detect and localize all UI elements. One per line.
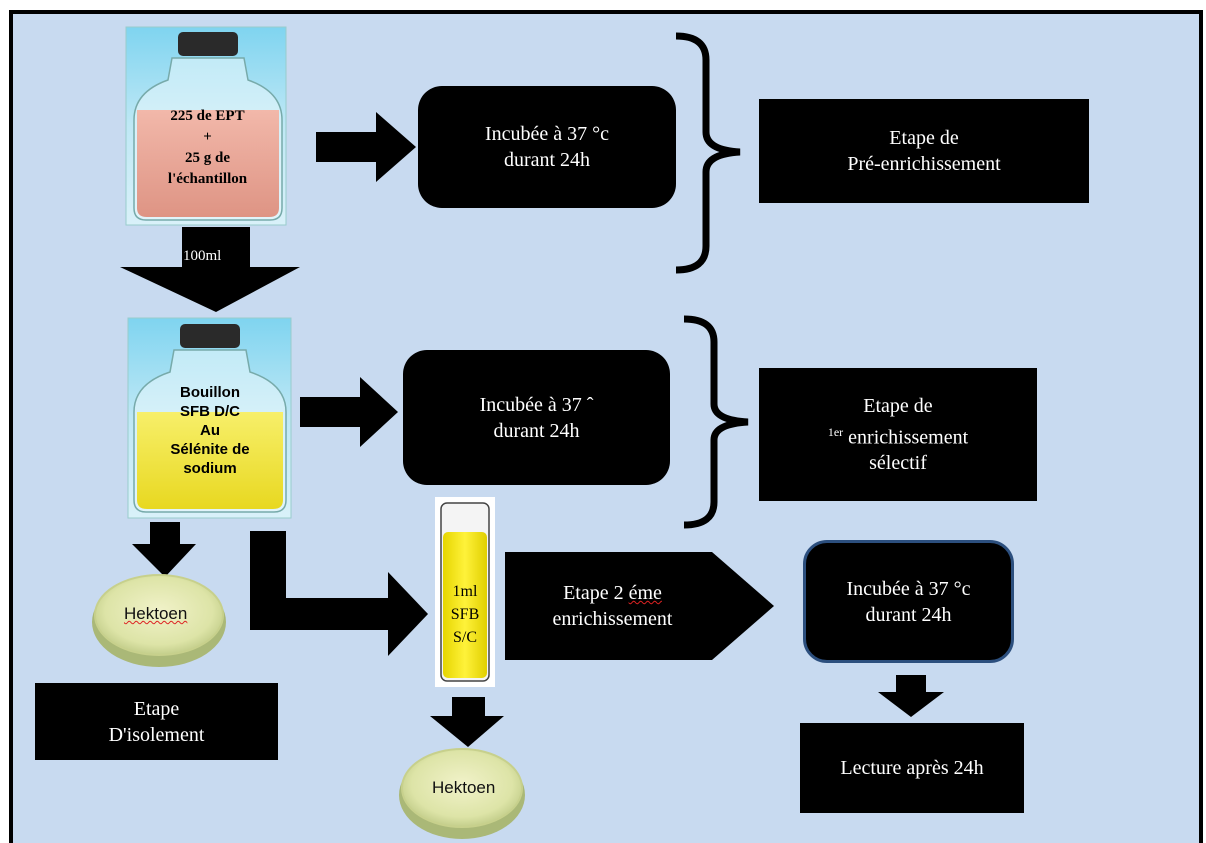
stage-isolation-box: Etape D'isolement bbox=[35, 683, 278, 760]
tube-sfb-sc-image bbox=[435, 497, 495, 687]
arrow-right-1 bbox=[316, 112, 416, 182]
bottle-sfb-image bbox=[127, 317, 292, 519]
stage-1st-selective-enrichment-box: Etape de 1er enrichissement sélectif bbox=[759, 368, 1037, 501]
arrow-right-2 bbox=[300, 377, 398, 447]
bottle-ept-label: 225 de EPT + 25 g de l'échantillon bbox=[167, 108, 248, 187]
brace-2 bbox=[683, 315, 749, 529]
stage-2nd-enrichment-label: Etape 2 éme enrichissement bbox=[552, 582, 673, 630]
brace-1 bbox=[675, 32, 741, 274]
petri-dish-1 bbox=[92, 574, 226, 667]
bottle-sfb-label: Bouillon SFB D/C Au Sélénite de sodium bbox=[170, 384, 250, 477]
arrow-down-to-dish-2 bbox=[430, 697, 504, 747]
stage-2nd-enrichment-shape bbox=[505, 552, 774, 660]
petri-dish-1-label: Hektoen bbox=[124, 604, 188, 623]
stage-pre-enrichment-box: Etape de Pré-enrichissement bbox=[759, 99, 1089, 203]
incubation-box-3: Incubée à 37 °c durant 24h bbox=[803, 540, 1014, 663]
arrow-down-to-dish-1 bbox=[132, 522, 196, 577]
reading-box: Lecture après 24h bbox=[800, 723, 1024, 813]
petri-dish-2 bbox=[399, 748, 525, 839]
petri-dish-2-label: Hektoen bbox=[432, 778, 496, 797]
tube-label: 1ml SFB S/C bbox=[450, 583, 480, 646]
transfer-volume-label: 100ml bbox=[183, 248, 222, 264]
bottle-ept-image bbox=[125, 26, 287, 226]
arrow-down-100ml bbox=[120, 227, 300, 312]
arrow-down-to-reading bbox=[878, 675, 944, 717]
incubation-box-1: Incubée à 37 °c durant 24h bbox=[418, 86, 676, 208]
incubation-box-2: Incubée à 37 ˆ durant 24h bbox=[403, 350, 670, 485]
arrow-bent-to-tube bbox=[250, 531, 428, 656]
